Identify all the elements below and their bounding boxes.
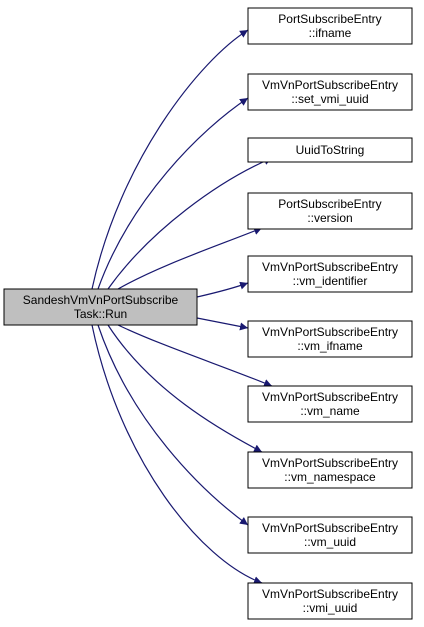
edge-to-vmvnportsubscribeentry-vm-ifname — [196, 317, 249, 331]
node-uuidtostring-label-line: UuidToString — [296, 143, 365, 157]
node-vmvnportsubscribeentry-vm-name-box — [247, 385, 413, 423]
edge-to-vmvnportsubscribeentry-vm-name — [117, 324, 273, 387]
node-vmvnportsubscribeentry-vm-ifname-label-line: ::vm_ifname — [297, 339, 363, 353]
source-node-sandesh-vm-vn-port-subscribe-task-run-label-line: Task::Run — [74, 307, 127, 321]
node-portsubscribeentry-ifname[interactable]: PortSubscribeEntry::ifname — [247, 7, 413, 45]
source-node-sandesh-vm-vn-port-subscribe-task-run-label-line: SandeshVmVnPortSubscribe — [23, 293, 179, 307]
node-vmvnportsubscribeentry-vm-name-label-line: ::vm_name — [300, 404, 360, 418]
node-vmvnportsubscribeentry-vm-ifname[interactable]: VmVnPortSubscribeEntry::vm_ifname — [247, 320, 413, 358]
node-portsubscribeentry-ifname-label-line: PortSubscribeEntry — [278, 12, 381, 26]
node-vmvnportsubscribeentry-vm-namespace-box — [247, 451, 413, 489]
source-node-sandesh-vm-vn-port-subscribe-task-run-box — [3, 288, 198, 326]
edge-to-vmvnportsubscribeentry-vmi-uuid — [91, 324, 263, 584]
node-vmvnportsubscribeentry-set-vmi-uuid-label-line: ::set_vmi_uuid — [291, 92, 368, 106]
node-vmvnportsubscribeentry-vmi-uuid[interactable]: VmVnPortSubscribeEntry::vmi_uuid — [247, 582, 413, 620]
node-vmvnportsubscribeentry-vm-name[interactable]: VmVnPortSubscribeEntry::vm_name — [247, 385, 413, 423]
edge-to-uuidtostring — [107, 157, 273, 290]
node-portsubscribeentry-ifname-box — [247, 7, 413, 45]
node-portsubscribeentry-version[interactable]: PortSubscribeEntry::version — [247, 192, 413, 230]
node-vmvnportsubscribeentry-vm-name-label-line: VmVnPortSubscribeEntry — [262, 390, 398, 404]
edge-to-vmvnportsubscribeentry-vm-identifier — [196, 281, 249, 298]
node-vmvnportsubscribeentry-vmi-uuid-label-line: ::vmi_uuid — [303, 601, 358, 615]
node-uuidtostring-box — [247, 137, 413, 163]
edge-to-portsubscribeentry-ifname — [91, 29, 249, 290]
node-portsubscribeentry-version-label-line: ::version — [307, 211, 352, 225]
node-portsubscribeentry-ifname-label-line: ::ifname — [309, 26, 352, 40]
node-vmvnportsubscribeentry-vm-uuid[interactable]: VmVnPortSubscribeEntry::vm_uuid — [247, 516, 413, 554]
node-vmvnportsubscribeentry-vm-namespace-label-line: ::vm_namespace — [284, 470, 376, 484]
node-vmvnportsubscribeentry-vm-uuid-label-line: ::vm_uuid — [304, 535, 356, 549]
edge-to-vmvnportsubscribeentry-set-vmi-uuid — [97, 97, 249, 290]
node-vmvnportsubscribeentry-set-vmi-uuid-label-line: VmVnPortSubscribeEntry — [262, 78, 398, 92]
edge-to-portsubscribeentry-version — [117, 227, 263, 290]
node-vmvnportsubscribeentry-vm-namespace[interactable]: VmVnPortSubscribeEntry::vm_namespace — [247, 451, 413, 489]
node-vmvnportsubscribeentry-vm-namespace-label-line: VmVnPortSubscribeEntry — [262, 456, 398, 470]
node-portsubscribeentry-version-label-line: PortSubscribeEntry — [278, 197, 381, 211]
node-vmvnportsubscribeentry-vmi-uuid-box — [247, 582, 413, 620]
node-vmvnportsubscribeentry-set-vmi-uuid[interactable]: VmVnPortSubscribeEntry::set_vmi_uuid — [247, 73, 413, 111]
node-vmvnportsubscribeentry-vm-identifier-label-line: ::vm_identifier — [293, 274, 368, 288]
edge-to-vmvnportsubscribeentry-vm-uuid — [97, 324, 249, 526]
node-vmvnportsubscribeentry-vm-uuid-box — [247, 516, 413, 554]
edge-to-vmvnportsubscribeentry-vm-namespace — [107, 324, 263, 453]
node-vmvnportsubscribeentry-vmi-uuid-label-line: VmVnPortSubscribeEntry — [262, 587, 398, 601]
node-portsubscribeentry-version-box — [247, 192, 413, 230]
node-vmvnportsubscribeentry-vm-uuid-label-line: VmVnPortSubscribeEntry — [262, 521, 398, 535]
node-uuidtostring[interactable]: UuidToString — [247, 137, 413, 163]
node-vmvnportsubscribeentry-vm-ifname-box — [247, 320, 413, 358]
node-vmvnportsubscribeentry-set-vmi-uuid-box — [247, 73, 413, 111]
node-vmvnportsubscribeentry-vm-identifier[interactable]: VmVnPortSubscribeEntry::vm_identifier — [247, 255, 413, 293]
node-vmvnportsubscribeentry-vm-identifier-box — [247, 255, 413, 293]
node-vmvnportsubscribeentry-vm-ifname-label-line: VmVnPortSubscribeEntry — [262, 325, 398, 339]
node-vmvnportsubscribeentry-vm-identifier-label-line: VmVnPortSubscribeEntry — [262, 260, 398, 274]
